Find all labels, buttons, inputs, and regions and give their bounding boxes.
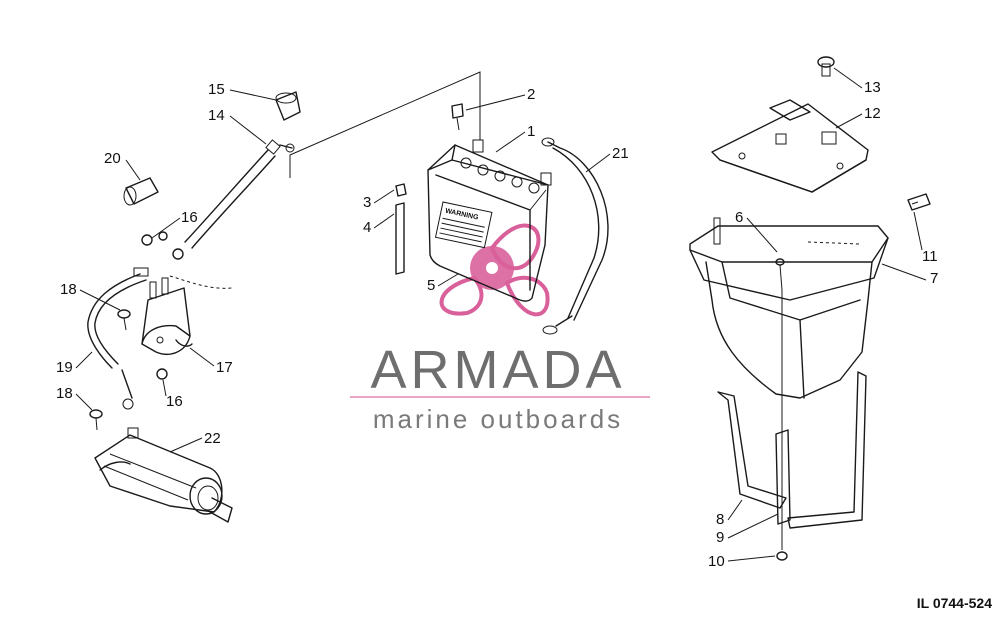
clip-11 (907, 193, 931, 211)
callout-21: 21 (612, 145, 629, 162)
cable-14 (184, 139, 295, 249)
watermark-tagline: marine outboards (373, 404, 623, 434)
screw-18-lower (89, 409, 103, 431)
battery-cells (460, 157, 540, 194)
cable-19 (87, 267, 149, 410)
callout-18b: 18 (56, 385, 73, 402)
connection-leader (289, 71, 481, 178)
nut-16-lower (156, 368, 168, 380)
callout-22: 22 (204, 430, 221, 447)
callout-8: 8 (716, 511, 724, 528)
propeller-logo-icon (439, 223, 550, 317)
callout-4: 4 (363, 219, 371, 236)
illustration-id: IL 0744-524 (916, 595, 992, 611)
strap-9 (775, 429, 791, 525)
battery-cap (451, 103, 464, 131)
knob-13 (817, 56, 835, 77)
starter-solenoid (141, 275, 233, 355)
callout-6: 6 (735, 209, 743, 226)
armada-watermark: ARMADA marine outboards (350, 223, 650, 434)
starter-motor (94, 427, 233, 523)
battery-warning-label: WARNING (434, 201, 493, 249)
watermark-brand: ARMADA (370, 340, 625, 400)
battery: WARNING (427, 139, 552, 302)
callout-9: 9 (716, 529, 724, 546)
callout-14: 14 (208, 107, 225, 124)
callout-17: 17 (216, 359, 233, 376)
strap-8 (717, 371, 867, 529)
boot-20 (123, 177, 159, 206)
callout-7: 7 (930, 270, 938, 287)
battery-nut (395, 183, 407, 197)
callout-20: 20 (104, 150, 121, 167)
nuts-16-upper (141, 231, 184, 260)
callout-19: 19 (56, 359, 73, 376)
callout-15: 15 (208, 81, 225, 98)
battery-rod (395, 202, 405, 275)
screw-18-upper (117, 309, 131, 331)
callouts: 1 2 3 4 5 6 7 8 9 10 11 12 13 14 15 16 1… (56, 67, 938, 570)
battery-tray-7 (689, 217, 889, 399)
callout-13: 13 (864, 79, 881, 96)
callout-12: 12 (864, 105, 881, 122)
boot-15 (275, 91, 301, 121)
callout-1: 1 (527, 123, 535, 140)
callout-5: 5 (427, 277, 435, 294)
battery-cable-21 (541, 137, 609, 335)
callout-3: 3 (363, 194, 371, 211)
callout-11: 11 (922, 248, 938, 265)
callout-10: 10 (708, 553, 725, 570)
screw-6 (775, 258, 785, 291)
callout-2: 2 (527, 86, 535, 103)
nut-10 (776, 551, 788, 561)
callout-18a: 18 (60, 281, 77, 298)
callout-16a: 16 (181, 209, 198, 226)
callout-16b: 16 (166, 393, 183, 410)
battery-cover-12 (711, 99, 869, 193)
